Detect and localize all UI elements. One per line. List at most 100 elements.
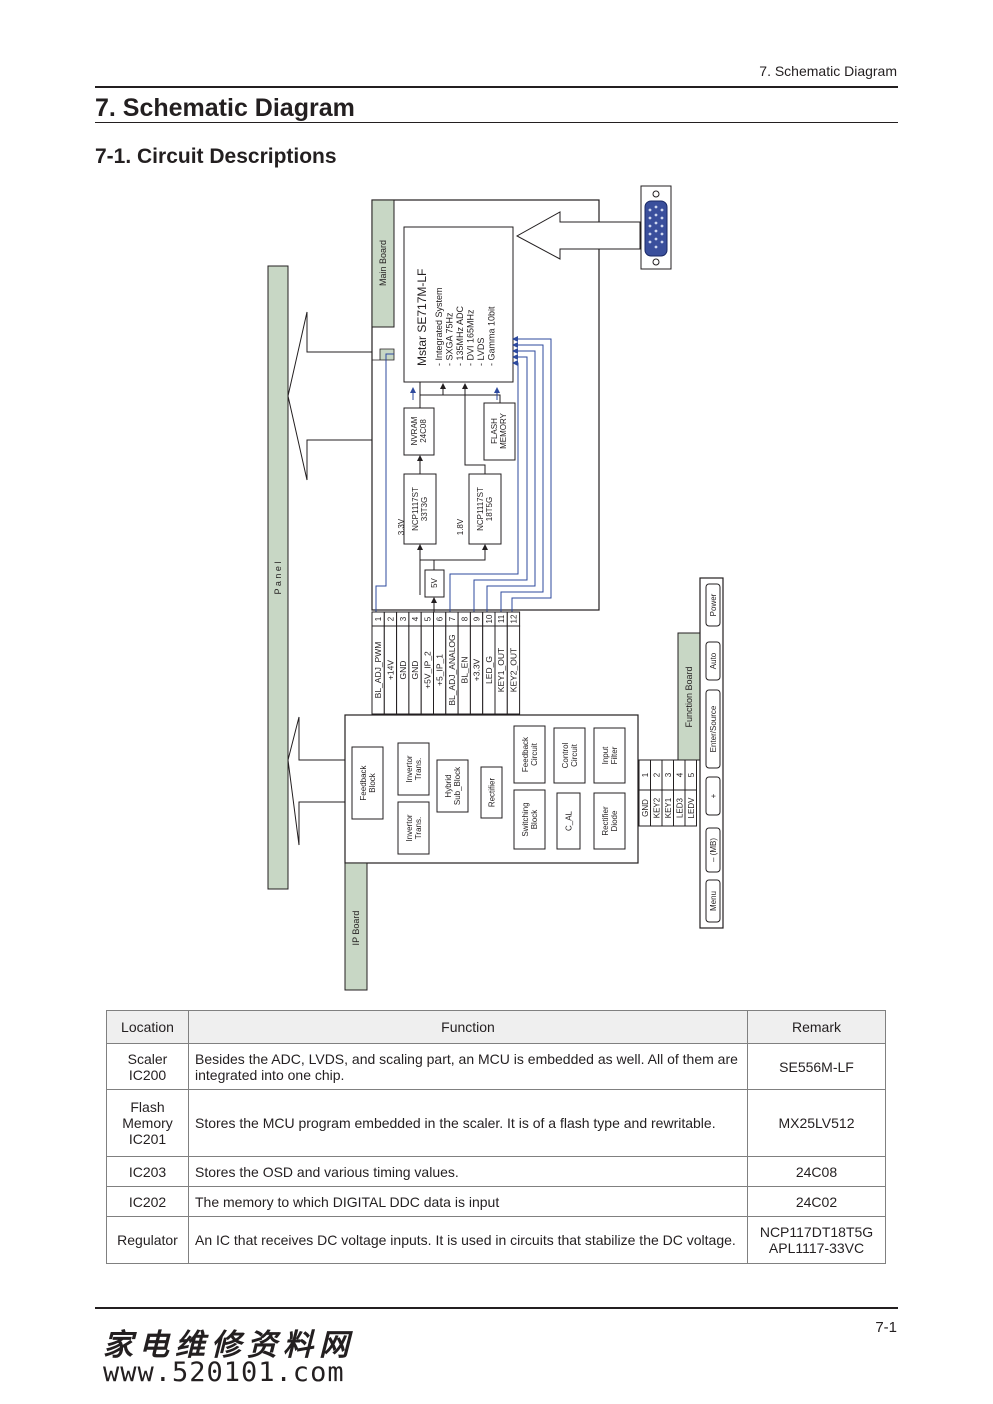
input-filter-label: Input [601,746,610,765]
func-connector-number: 1 [641,772,650,777]
c-al [556,792,581,850]
rectifier [480,766,503,819]
panel-label: P a n e l [273,562,283,595]
scaler-name: Mstar SE717M-LF [415,269,429,366]
running-header: 7. Schematic Diagram [759,63,897,79]
hybrid-sub-block-label: Sub_Block [453,766,462,805]
control-circuit [553,727,586,784]
function-button[interactable] [705,689,721,769]
footer-rule [95,1307,898,1309]
scaler-feature: - 135MHz ADC [455,305,465,366]
func-connector-label: KEY1 [664,797,673,818]
connector-signal: BL_EN [459,657,469,684]
connector-signal: +5_IP_1 [435,654,445,686]
cell-function: Stores the MCU program embedded in the s… [188,1089,748,1157]
func-connector-label: GND [641,799,650,817]
function-button-label: Enter/Source [709,705,718,752]
cell-function: Stores the OSD and various timing values… [188,1156,748,1187]
scaler-features: - Integrated System- SXGA 75Hz- 135MHz A… [434,287,497,366]
connector-pin-number: 4 [411,616,420,621]
connector-signal: +14V [385,660,395,680]
flash-label: FLASH [490,418,499,444]
scaler-feature: - SXGA 75Hz [445,312,455,366]
function-button-label: Auto [709,652,718,669]
function-button-label: Power [709,593,718,616]
invertor-trans-1 [397,742,430,796]
connector-pin-number: 2 [386,616,395,621]
scaler-feature: - LVDS [476,338,486,366]
feedback-block [351,746,384,820]
panel-bar [267,265,289,890]
rectifier-label: Rectifier [488,777,497,807]
invertor-trans-2-label: Invertor [405,814,414,841]
input-filter [593,727,626,784]
func-connector-label: KEY2 [653,797,662,818]
connector-pin-number: 7 [448,616,457,621]
function-button[interactable] [705,583,721,627]
connector-pin-number: 10 [485,614,494,623]
scaler-feature: - Integrated System [434,287,444,366]
connector-pin-number: 6 [436,616,445,621]
connector-pin-number: 1 [374,616,383,621]
block-diagram: P a n e l Main Board Mstar SE717M-LF - I… [267,185,724,991]
input-filter-label: Filter [610,746,619,764]
feedback-circuit-label: Circuit [530,742,539,765]
function-button-label: + [709,793,718,798]
title-underline [95,122,898,123]
feedback-block-label: Feedback [359,764,368,800]
connector-signal-cell [506,625,521,715]
cell-location: Flash Memory IC201 [106,1089,189,1157]
connector-signal: BL_ADJ_PWM [373,642,383,699]
scaler-feature: - Gamma 10bit [487,306,497,366]
cell-function: The memory to which DIGITAL DDC data is … [188,1186,748,1217]
rectifier-diode [593,792,626,850]
function-button[interactable] [705,827,721,873]
switching-block-label: Block [530,809,539,830]
cell-remark: MX25LV512 [747,1089,886,1157]
func-connector-number: 4 [676,772,685,777]
regulator-18-label: 18T5G [485,497,494,521]
header-rule [95,86,898,88]
connector-pin-number: 3 [399,616,408,621]
col-remark: Remark [747,1010,886,1044]
control-circuit-label: Circuit [570,743,579,766]
connector-signal: GND [398,661,408,680]
invertor-trans-2 [397,801,430,855]
connector-pin-number: 11 [497,614,506,623]
scaler-ic [403,226,514,383]
control-circuit-label: Control [561,742,570,768]
flash-label: MEMORY [499,412,508,449]
c-al-label: C_AL [565,810,574,831]
feedback-block-label: Block [368,772,377,793]
function-button-label: Menu [709,891,718,911]
page-number: 7-1 [875,1319,897,1336]
board-connector: 1BL_ADJ_PWM2+14V3GND4GND5+5V_IP_26+5_IP_… [371,611,521,715]
connector-signal: GND [410,661,420,680]
invertor-trans-1-label: Trans. [414,758,423,780]
cell-function: An IC that receives DC voltage inputs. I… [188,1216,748,1264]
rectifier-diode-label: Rectifier [601,806,610,836]
col-function: Function [188,1010,748,1044]
connector-pin-number: 12 [509,614,518,623]
cell-remark: NCP117DT18T5G APL1117-33VC [747,1216,886,1264]
nvram-label: NVRAM [410,416,419,445]
func-connector-label: LEDV [687,797,696,819]
function-button[interactable] [705,641,721,681]
function-button[interactable] [705,776,721,816]
main-to-panel-arrow [287,311,372,481]
main-board-label: Main Board [378,240,388,286]
col-location: Location [106,1010,189,1044]
v18-label: 1.8V [456,518,465,535]
func-connector-cell [684,789,697,827]
invertor-trans-1-label: Invertor [405,755,414,782]
function-button[interactable] [705,879,721,923]
ip-to-panel-arrow [287,716,345,846]
connector-pin-number: 9 [473,616,482,621]
cell-remark: 24C02 [747,1186,886,1217]
